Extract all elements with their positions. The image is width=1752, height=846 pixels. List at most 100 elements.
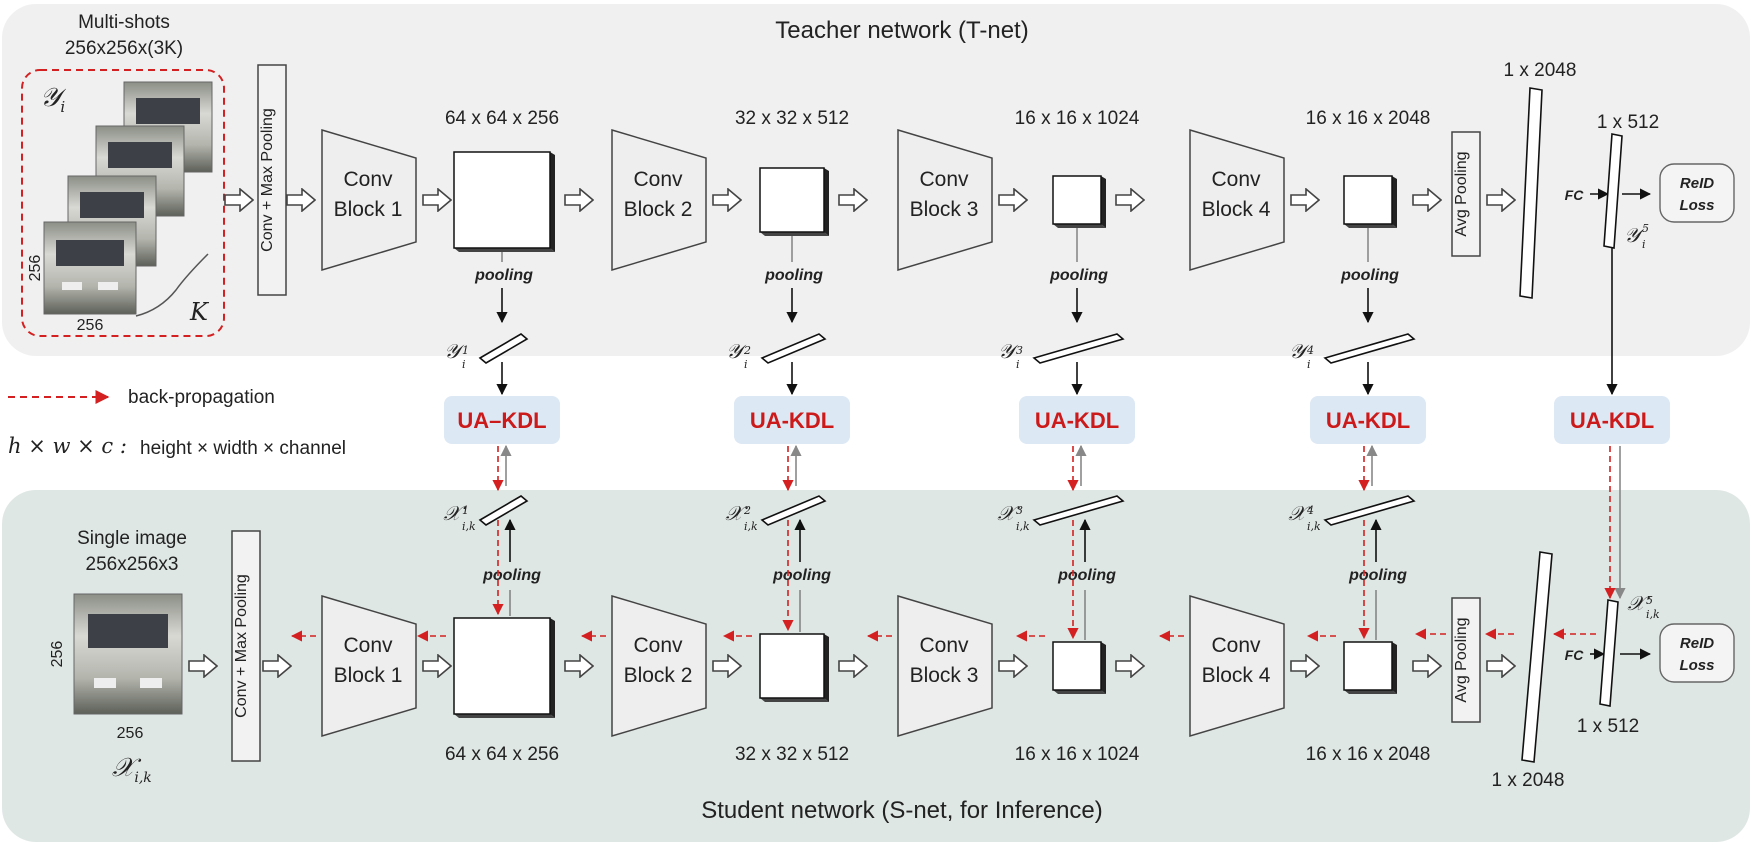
student-pooling-4-label: pooling	[1348, 567, 1407, 584]
student-vector-3	[1032, 495, 1125, 526]
teacher-vector-2-sup: 2	[743, 344, 751, 357]
teacher-vector-512	[1603, 133, 1623, 249]
student-vector-2-sup: 2	[743, 504, 751, 517]
teacher-loss-line2: Loss	[1679, 197, 1714, 214]
ua-kdl-label-1: UA–KDL	[457, 408, 546, 433]
teacher-vector-4	[1323, 333, 1416, 364]
teacher-feature-2-dims: 32 x 32 x 512	[735, 108, 849, 129]
student-feature-2	[759, 633, 825, 699]
student-feature-2-dims: 32 x 32 x 512	[735, 744, 849, 765]
teacher-feature-4	[1343, 175, 1393, 225]
student-img-height: 256	[49, 641, 66, 668]
teacher-vector-2048	[1519, 87, 1543, 299]
student-img-width: 256	[117, 725, 144, 742]
teacher-stem-box	[257, 64, 287, 296]
student-conv-block-3	[897, 594, 993, 738]
ua-kdl-box-3	[1019, 396, 1135, 444]
student-vector-4	[1323, 495, 1416, 526]
student-feature-4	[1343, 641, 1393, 691]
teacher-input-size: 256x256x(3K)	[65, 38, 183, 59]
teacher-feature-2-side	[824, 168, 829, 236]
teacher-conv-block-1-line1: Conv	[343, 168, 393, 191]
student-conv-block-2-line1: Conv	[633, 634, 683, 657]
student-pooling-2-label: pooling	[772, 567, 831, 584]
student-conv-block-1	[321, 594, 417, 738]
student-input-image	[73, 593, 183, 715]
ua-kdl-label-2: UA-KDL	[750, 408, 834, 433]
teacher-feature-4-side	[1392, 176, 1397, 228]
teacher-loss-line1: ReID	[1680, 175, 1714, 192]
student-conv-block-1-line2: Block 1	[334, 664, 403, 687]
student-conv-block-1-line1: Conv	[343, 634, 393, 657]
teacher-input-images	[43, 81, 213, 315]
student-conv-block-4	[1189, 594, 1285, 738]
student-vector-4-sup: 4	[1306, 504, 1314, 517]
ua-kdl-box-5	[1554, 396, 1670, 444]
student-panel	[2, 490, 1750, 842]
student-pooling-3-label: pooling	[1057, 567, 1116, 584]
student-vector-4-sub: i,k	[1307, 520, 1321, 533]
student-pooling-1-label: pooling	[482, 567, 541, 584]
student-conv-block-3-line2: Block 3	[910, 664, 979, 687]
student-conv-block-4-line2: Block 4	[1202, 664, 1271, 687]
student-avg-pool-box	[1451, 597, 1481, 723]
teacher-vector-4-sub: i	[1307, 358, 1311, 371]
teacher-vector-3-sub: i	[1016, 358, 1020, 371]
student-dim-2048: 1 x 2048	[1492, 770, 1565, 791]
student-stem-label: Conv + Max Pooling	[233, 574, 250, 718]
student-loss-line1: ReID	[1680, 635, 1714, 652]
teacher-avg-pool-box	[1451, 131, 1481, 257]
teacher-vector-5-sub: i	[1642, 238, 1646, 251]
teacher-feature-2	[759, 167, 825, 233]
teacher-conv-block-2	[611, 128, 707, 272]
teacher-conv-block-4-line1: Conv	[1211, 168, 1261, 191]
student-vector-3-sub: i,k	[1016, 520, 1030, 533]
student-vector-3-sup: 3	[1016, 504, 1023, 517]
student-feature-1-side	[550, 618, 555, 718]
backprop-legend-label: back-propagation	[128, 387, 275, 408]
student-feature-1-bottom	[454, 714, 555, 718]
teacher-feature-3-bottom	[1053, 224, 1106, 228]
student-feature-1	[453, 617, 551, 715]
teacher-vector-1	[478, 333, 529, 364]
teacher-conv-block-4	[1189, 128, 1285, 272]
student-loss-line2: Loss	[1679, 657, 1714, 674]
student-vector-2	[760, 495, 827, 526]
student-vector-5-sub: i,k	[1646, 608, 1660, 621]
teacher-input-frame	[21, 69, 225, 337]
teacher-conv-block-3-line2: Block 3	[910, 198, 979, 221]
student-feature-2-side	[824, 634, 829, 702]
student-avg-pool-label: Avg Pooling	[1453, 617, 1470, 702]
teacher-dim-2048: 1 x 2048	[1504, 60, 1577, 81]
teacher-panel	[2, 4, 1750, 356]
k-brace	[135, 253, 209, 317]
teacher-vector-1-sub: i	[462, 358, 466, 371]
teacher-conv-block-2-line2: Block 2	[624, 198, 693, 221]
student-vector-1	[478, 495, 529, 526]
teacher-title: Teacher network (T-net)	[775, 17, 1028, 44]
teacher-vector-3	[1032, 333, 1125, 364]
teacher-feature-3-side	[1101, 176, 1106, 228]
teacher-feature-4-bottom	[1344, 224, 1397, 228]
ua-kdl-label-4: UA-KDL	[1326, 408, 1410, 433]
student-title: Student network (S-net, for Inference)	[701, 797, 1103, 824]
student-stem-box	[231, 530, 261, 762]
student-reid-loss-box	[1659, 623, 1735, 683]
student-feature-3-dims: 16 x 16 x 1024	[1015, 744, 1140, 765]
ua-kdl-box-2	[734, 396, 850, 444]
teacher-img-width: 256	[77, 317, 104, 334]
student-conv-block-2	[611, 594, 707, 738]
student-vector-2-sub: i,k	[744, 520, 758, 533]
teacher-vector-2-sub: i	[744, 358, 748, 371]
teacher-reid-loss-box	[1659, 163, 1735, 223]
teacher-conv-block-4-line2: Block 4	[1202, 198, 1271, 221]
ua-kdl-label-5: UA-KDL	[1570, 408, 1654, 433]
student-conv-block-3-line1: Conv	[919, 634, 969, 657]
ua-kdl-box-4	[1310, 396, 1426, 444]
student-dim-512: 1 x 512	[1577, 716, 1639, 737]
teacher-input-title: Multi-shots	[78, 12, 170, 33]
student-feature-4-bottom	[1344, 690, 1397, 694]
student-vector-1-sub: i,k	[462, 520, 476, 533]
student-feature-3-side	[1101, 642, 1106, 694]
